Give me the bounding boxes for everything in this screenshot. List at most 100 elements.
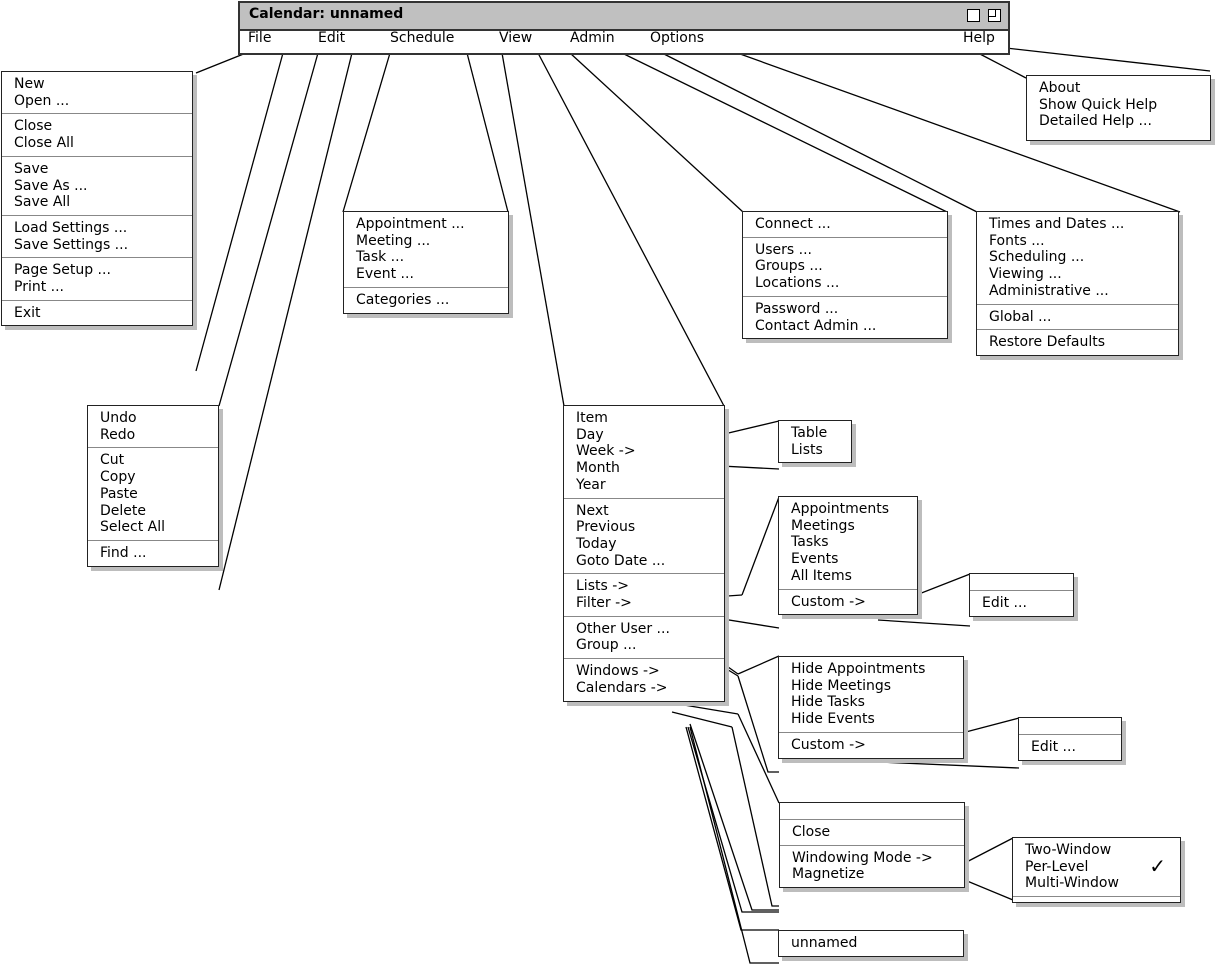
menu-item-show-quick-help[interactable]: Show Quick Help bbox=[1039, 96, 1158, 113]
menu-item-lists[interactable]: Lists bbox=[791, 441, 823, 458]
menu-item-goto-date[interactable]: Goto Date ... bbox=[576, 552, 666, 569]
menu-item-edit[interactable]: Edit ... bbox=[982, 595, 1027, 611]
menu-item-tasks[interactable]: Tasks bbox=[791, 534, 829, 551]
menu-item-cut[interactable]: Cut bbox=[100, 452, 125, 469]
menu-item-undo[interactable]: Undo bbox=[100, 410, 137, 426]
menu-item-save-settings[interactable]: Save Settings ... bbox=[14, 236, 129, 253]
menu-item-custom[interactable]: Custom -> bbox=[791, 593, 866, 610]
menu-item-item[interactable]: Item bbox=[576, 410, 608, 426]
menu-item-close-all[interactable]: Close All bbox=[14, 135, 74, 152]
menu-item-connect[interactable]: Connect ... bbox=[755, 216, 831, 232]
menu-item-windows[interactable]: Windows -> bbox=[576, 663, 660, 680]
window-title: Calendar: unnamed bbox=[249, 6, 404, 22]
menu-item-password[interactable]: Password ... bbox=[755, 300, 839, 317]
menu-item-locations[interactable]: Locations ... bbox=[755, 275, 840, 292]
menu-item-hide-tasks[interactable]: Hide Tasks bbox=[791, 694, 865, 711]
menu-item-copy[interactable]: Copy bbox=[100, 469, 136, 486]
menu-item-calendars[interactable]: Calendars -> bbox=[576, 679, 668, 696]
menu-item-restore-defaults[interactable]: Restore Defaults bbox=[989, 334, 1106, 351]
menu-group: Custom -> bbox=[779, 733, 963, 758]
menu-item-categories[interactable]: Categories ... bbox=[356, 291, 450, 308]
menu-item-hide-meetings[interactable]: Hide Meetings bbox=[791, 677, 892, 694]
menu-item-task[interactable]: Task ... bbox=[356, 249, 405, 266]
menu-item-save-as[interactable]: Save As ... bbox=[14, 177, 88, 194]
menu-item-appointment[interactable]: Appointment ... bbox=[356, 216, 465, 232]
menu-item-scheduling[interactable]: Scheduling ... bbox=[989, 249, 1085, 266]
menu-group: Other User ...Group ... bbox=[564, 617, 724, 660]
menu-item-two-window[interactable]: Two-Window bbox=[1025, 842, 1112, 858]
menu-item-magnetize[interactable]: Magnetize bbox=[792, 866, 865, 883]
menu-file[interactable]: File bbox=[248, 30, 272, 46]
menu-item-multi-window[interactable]: Multi-Window bbox=[1025, 875, 1119, 892]
menu-item-administrative[interactable]: Administrative ... bbox=[989, 282, 1109, 299]
menu-item-edit[interactable]: Edit ... bbox=[1031, 739, 1076, 755]
menu-item-windowing-mode[interactable]: Windowing Mode -> bbox=[792, 849, 933, 866]
menu-group: Edit ... bbox=[970, 591, 1073, 616]
menu-group: Find ... bbox=[88, 541, 218, 566]
menu-item-save-all[interactable]: Save All bbox=[14, 194, 71, 211]
menu-item-detailed-help[interactable]: Detailed Help ... bbox=[1039, 113, 1152, 130]
menu-item-custom[interactable]: Custom -> bbox=[791, 736, 866, 753]
menu-item-year[interactable]: Year bbox=[576, 476, 606, 493]
menu-item-previous[interactable]: Previous bbox=[576, 519, 636, 536]
menu-item-hide-appointments[interactable]: Hide Appointments bbox=[791, 661, 926, 677]
menu-item-appointments[interactable]: Appointments bbox=[791, 501, 890, 517]
menu-item-page-setup[interactable]: Page Setup ... bbox=[14, 262, 111, 279]
menu-item-lists[interactable]: Lists -> bbox=[576, 578, 629, 595]
menu-item-all-items[interactable]: All Items bbox=[791, 567, 852, 584]
menu-item-global[interactable]: Global ... bbox=[989, 308, 1052, 325]
menu-item-events[interactable]: Events bbox=[791, 551, 839, 568]
menu-item-exit[interactable]: Exit bbox=[14, 304, 41, 321]
menu-item-fonts[interactable]: Fonts ... bbox=[989, 232, 1045, 249]
menu-item-table[interactable]: Table bbox=[791, 425, 828, 441]
menu-group: Restore Defaults bbox=[977, 330, 1178, 355]
menu-item-month[interactable]: Month bbox=[576, 460, 620, 477]
restore-icon[interactable] bbox=[988, 9, 1001, 22]
menu-item-today[interactable]: Today bbox=[576, 535, 617, 552]
menu-item-users[interactable]: Users ... bbox=[755, 241, 813, 258]
menu-admin[interactable]: Admin bbox=[570, 30, 615, 46]
menu-item-close[interactable]: Close bbox=[14, 118, 53, 135]
menu-item-print[interactable]: Print ... bbox=[14, 279, 65, 296]
menu-view[interactable]: View bbox=[499, 30, 533, 46]
menu-item-meetings[interactable]: Meetings bbox=[791, 517, 855, 534]
menu-item-hide-events[interactable]: Hide Events bbox=[791, 711, 875, 728]
menu-help[interactable]: Help bbox=[963, 30, 995, 46]
menu-item-save[interactable]: Save bbox=[14, 160, 49, 177]
menu-item-load-settings[interactable]: Load Settings ... bbox=[14, 219, 128, 236]
menu-item-find[interactable]: Find ... bbox=[100, 544, 147, 561]
menu-item-times-and-dates[interactable]: Times and Dates ... bbox=[989, 216, 1125, 232]
menu-item-unnamed[interactable]: unnamed bbox=[791, 935, 858, 951]
menu-group bbox=[780, 803, 964, 820]
menu-item-event[interactable]: Event ... bbox=[356, 266, 414, 283]
menu-item-other-user[interactable]: Other User ... bbox=[576, 620, 670, 637]
menu-item-groups[interactable]: Groups ... bbox=[755, 258, 823, 275]
menu-item-contact-admin[interactable]: Contact Admin ... bbox=[755, 317, 877, 334]
menu-item-close[interactable]: Close bbox=[792, 824, 831, 840]
menu-edit[interactable]: Edit bbox=[318, 30, 346, 46]
menu-item-week[interactable]: Week -> bbox=[576, 443, 636, 460]
menu-item-new[interactable]: New bbox=[14, 76, 45, 92]
menu-item-open[interactable]: Open ... bbox=[14, 92, 70, 109]
menu-schedule[interactable]: Schedule bbox=[390, 30, 455, 46]
menu-item-delete[interactable]: Delete bbox=[100, 502, 146, 519]
menu-item-filter[interactable]: Filter -> bbox=[576, 595, 632, 612]
menu-item-paste[interactable]: Paste bbox=[100, 485, 138, 502]
menu-item-per-level[interactable]: Per-Level bbox=[1025, 858, 1089, 875]
menu-item-select-all[interactable]: Select All bbox=[100, 519, 165, 536]
menu-options[interactable]: Options bbox=[650, 30, 705, 46]
title-bar: Calendar: unnamed bbox=[240, 3, 1008, 31]
menu-item-next[interactable]: Next bbox=[576, 502, 609, 519]
menu-item-group[interactable]: Group ... bbox=[576, 637, 637, 654]
menu-item-day[interactable]: Day bbox=[576, 426, 604, 443]
menu-item-about[interactable]: About bbox=[1039, 80, 1081, 96]
lists-custom-submenu: Edit ... bbox=[969, 573, 1074, 617]
menu-item-viewing[interactable]: Viewing ... bbox=[989, 266, 1062, 283]
menu-item-meeting[interactable]: Meeting ... bbox=[356, 232, 431, 249]
maximize-icon[interactable] bbox=[967, 9, 980, 22]
menu-item-redo[interactable]: Redo bbox=[100, 426, 136, 443]
